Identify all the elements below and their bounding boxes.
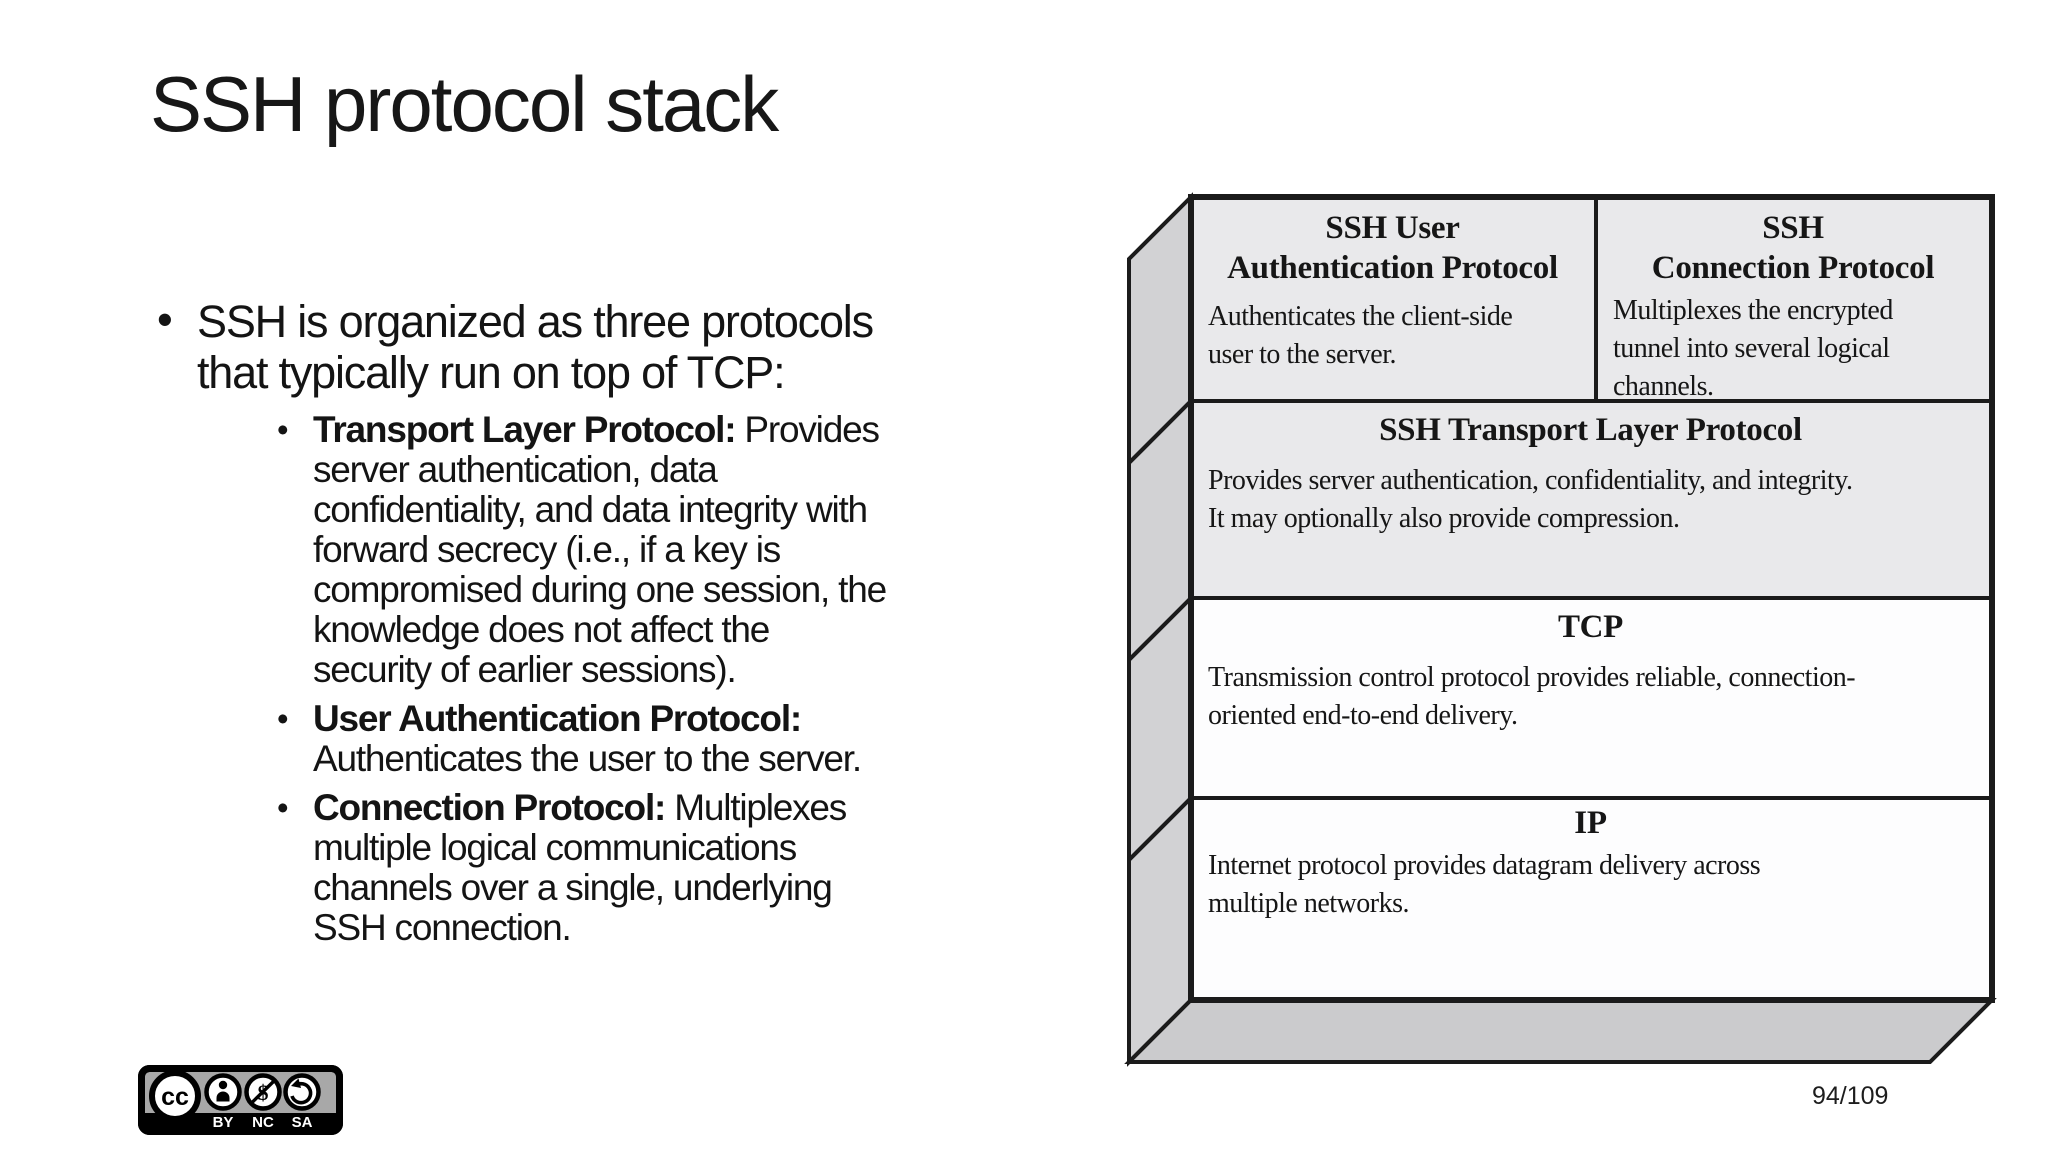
bullet-item-connection-protocol: Connection Protocol: Multiplexes multipl… bbox=[277, 788, 1055, 948]
intro-text: SSH is organized as three protocols that… bbox=[197, 296, 874, 398]
badge-label-by: BY bbox=[213, 1114, 234, 1131]
cc-icon-label: cc bbox=[161, 1083, 189, 1111]
layer-title: SSH Connection Protocol bbox=[1651, 210, 1935, 286]
person-head bbox=[218, 1080, 228, 1090]
front-row-ip bbox=[1189, 796, 1994, 1002]
layer-description: Provides server authentication, confiden… bbox=[1208, 465, 1853, 534]
layer-description: Multiplexes the encrypted tunnel into se… bbox=[1613, 295, 1893, 402]
front-outline bbox=[1188, 194, 1995, 1003]
share-alike-arrowhead bbox=[291, 1078, 301, 1088]
protocol-description: Authenticates the user to the server. bbox=[313, 738, 862, 779]
protocol-label: User Authentication Protocol: bbox=[313, 698, 802, 739]
bullet-item-intro: SSH is organized as three protocols that… bbox=[155, 294, 1055, 398]
layer-description: Authenticates the client-side user to th… bbox=[1208, 301, 1513, 370]
layer-description: Internet protocol provides datagram deli… bbox=[1208, 850, 1761, 919]
layer-title: SSH User Authentication Protocol bbox=[1227, 210, 1558, 286]
badge-label-nc: NC bbox=[252, 1114, 274, 1131]
layer-title: SSH Transport Layer Protocol bbox=[1379, 412, 1802, 448]
layer-user-auth: SSH User Authentication Protocol Authent… bbox=[1194, 202, 1591, 396]
share-alike-arrow bbox=[290, 1081, 313, 1105]
layer-title: TCP bbox=[1557, 609, 1624, 645]
layer-description: Transmission control protocol provides r… bbox=[1208, 662, 1856, 731]
layer-ip: IP Internet protocol provides datagram d… bbox=[1194, 801, 1987, 995]
layer-transport: SSH Transport Layer Protocol Provides se… bbox=[1194, 404, 1987, 593]
page-number: 94/109 bbox=[1812, 1082, 1889, 1110]
layer-title: IP bbox=[1574, 805, 1607, 841]
badge-label-sa: SA bbox=[292, 1114, 313, 1131]
ssh-stack-diagram: SSH User Authentication Protocol Authent… bbox=[1124, 192, 1997, 1067]
cc-icon bbox=[149, 1070, 201, 1122]
cc-license-badge: cc $ BY NC SA bbox=[138, 1065, 343, 1135]
protocol-label: Connection Protocol: bbox=[313, 787, 666, 828]
badge-border bbox=[138, 1065, 343, 1135]
front-row-tcp bbox=[1189, 596, 1994, 800]
layer-tcp: TCP Transmission control protocol provid… bbox=[1194, 601, 1987, 793]
bullet-list: SSH is organized as three protocols that… bbox=[155, 294, 1055, 957]
protocol-description: Provides server authentication, data con… bbox=[313, 409, 887, 690]
stack-3d-frame bbox=[1124, 192, 1997, 1067]
protocol-description: Multiplexes multiple logical communicati… bbox=[313, 787, 847, 948]
protocol-label: Transport Layer Protocol: bbox=[313, 409, 737, 450]
bullet-item-transport-protocol: Transport Layer Protocol: Provides serve… bbox=[277, 410, 1055, 690]
page-title: SSH protocol stack bbox=[150, 60, 779, 148]
layer-connection: SSH Connection Protocol Multiplexes the … bbox=[1599, 202, 1987, 402]
dollar-slash bbox=[250, 1079, 276, 1104]
bullet-item-user-auth-protocol: User Authentication Protocol: Authentica… bbox=[277, 698, 1055, 780]
front-cell-connection bbox=[1594, 195, 1994, 403]
badge-label-strip bbox=[143, 1113, 338, 1132]
protocol-sublist: Transport Layer Protocol: Provides serve… bbox=[277, 410, 1055, 948]
front-cell-user-auth bbox=[1189, 195, 1598, 403]
person-body bbox=[216, 1091, 230, 1102]
bottom-face bbox=[1124, 998, 1997, 1064]
front-row-transport bbox=[1189, 399, 1994, 600]
